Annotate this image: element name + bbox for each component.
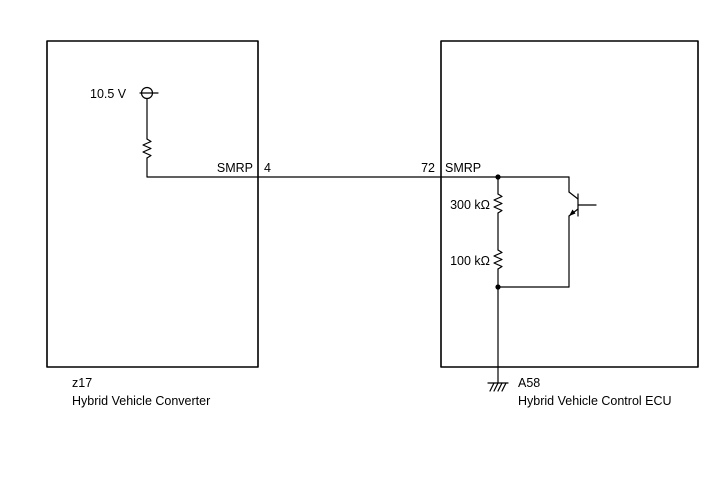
supply-voltage-label: 10.5 V — [90, 87, 127, 101]
converter-resistor-symbol — [142, 138, 152, 159]
ecu-terminal-number: 72 — [421, 161, 435, 175]
converter-signal-wire — [146, 157, 259, 178]
converter-terminal-number: 4 — [264, 161, 271, 175]
converter-box — [46, 40, 259, 368]
resistor-300k-label: 300 kΩ — [450, 198, 490, 212]
converter-code-label: z17 — [72, 376, 92, 390]
ground-symbol — [487, 382, 509, 392]
ecu-terminal-name: SMRP — [445, 161, 481, 175]
junction-dot-bottom — [495, 284, 501, 290]
converter-name-label: Hybrid Vehicle Converter — [72, 394, 210, 408]
voltage-source-symbol — [139, 86, 159, 100]
resistor-100k-symbol — [493, 249, 503, 270]
transistor-symbol — [568, 176, 597, 288]
ecu-code-label: A58 — [518, 376, 540, 390]
ecu-name-label: Hybrid Vehicle Control ECU — [518, 394, 672, 408]
resistor-100k-label: 100 kΩ — [450, 254, 490, 268]
converter-terminal-name: SMRP — [217, 161, 253, 175]
junction-dot-top — [495, 174, 501, 180]
resistor-300k-symbol — [493, 193, 503, 214]
ecu-box — [440, 40, 699, 368]
